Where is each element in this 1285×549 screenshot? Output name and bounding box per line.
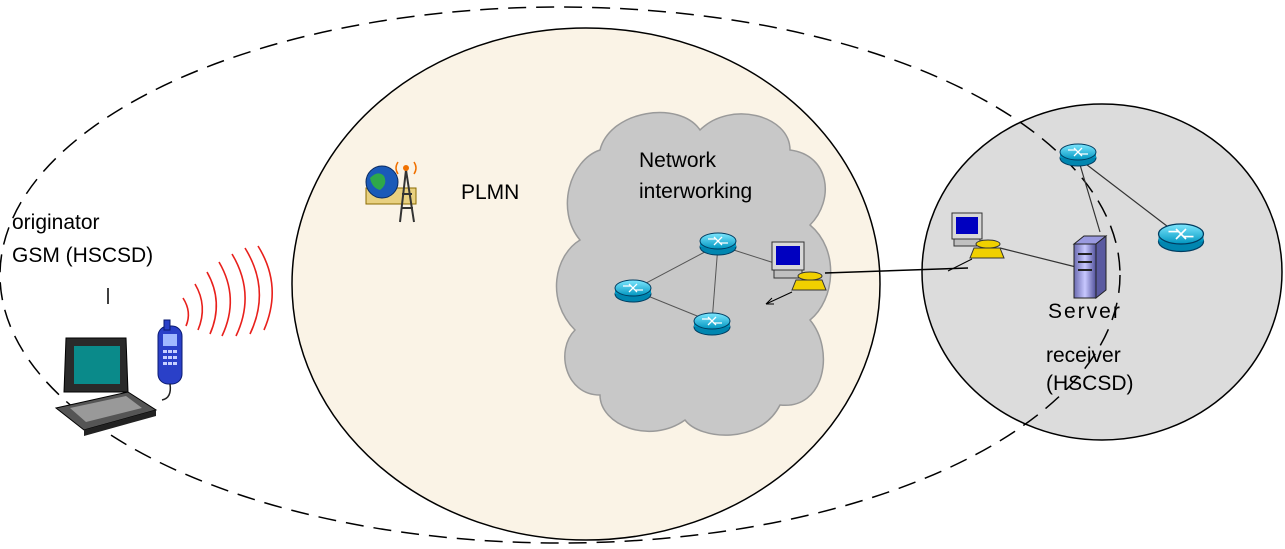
server-label: Server [1048, 300, 1122, 323]
interworking-link [824, 267, 969, 274]
workstation-phone-icon [947, 212, 1005, 272]
laptop-icon [54, 337, 158, 436]
originator-label: originator [12, 211, 100, 234]
router-icon [693, 312, 731, 336]
mobile-phone-icon [157, 319, 183, 401]
receiver-network-links [999, 157, 1181, 271]
network-interworking-label: interworking [639, 180, 752, 203]
receiver-label: (HSCSD) [1046, 372, 1134, 395]
network-interworking-label: Network [639, 149, 717, 172]
router-icon [1059, 143, 1097, 167]
originator-label: GSM (HSCSD) [12, 244, 153, 267]
server-icon [1072, 234, 1108, 300]
router-icon [1157, 223, 1205, 253]
workstation-phone-icon [765, 241, 827, 305]
network-cloud [555, 111, 832, 436]
router-icon [699, 232, 737, 256]
outer-dashed-boundary [0, 6, 1121, 544]
router-icon [614, 279, 652, 303]
plmn-label: PLMN [461, 181, 519, 204]
globe-antenna-icon [365, 161, 417, 223]
radio-waves-icon [182, 245, 273, 337]
receiver-label: receiver [1046, 344, 1121, 367]
